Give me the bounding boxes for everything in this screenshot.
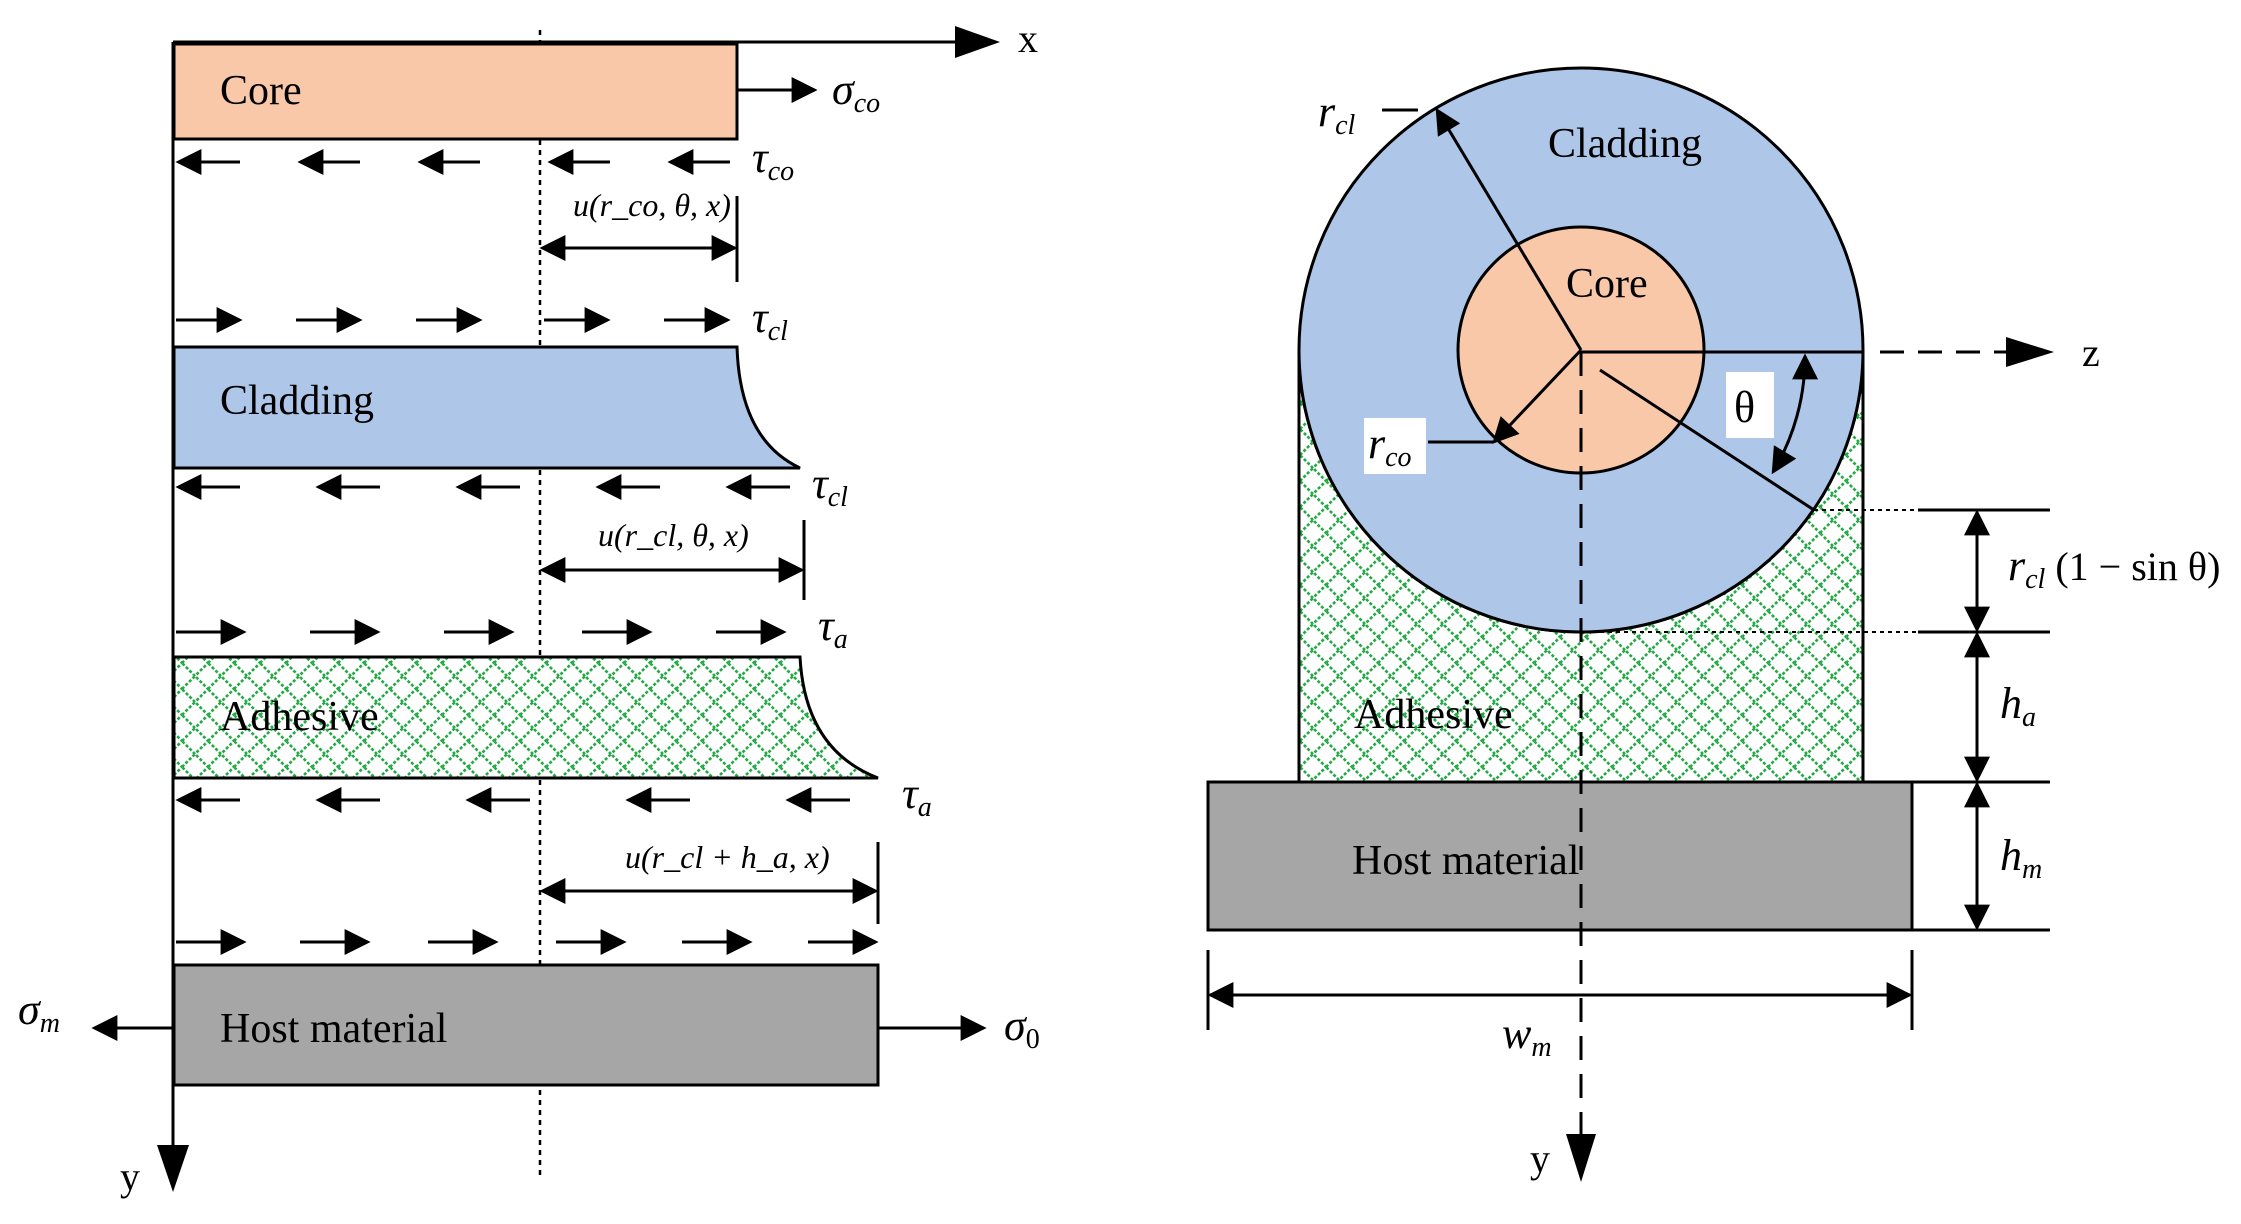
tau-cl-bottom-label: τcl [812, 459, 848, 513]
r-cl-radius [1435, 107, 1583, 351]
h-m-label: hm [2000, 831, 2042, 885]
gap-dimension-label: rcl (1 − sin θ) [2008, 541, 2220, 595]
x-axis-arrowhead [955, 26, 1000, 58]
host-material-label: Host material [220, 1006, 447, 1052]
r-cl-label: rcl [1318, 87, 1356, 141]
x-axis-label: x [1018, 16, 1038, 61]
y-axis-arrowhead [1566, 1134, 1596, 1182]
sigma-co-label: σco [832, 65, 880, 119]
cladding-region-label: Cladding [1548, 121, 1702, 167]
core-layer [172, 42, 739, 141]
host-material-region [1206, 780, 1914, 932]
tau-cl-top-label: τcl [752, 293, 788, 347]
theta-label: θ [1734, 383, 1755, 432]
right-panel: Adhesive Cladding Core Host material z y… [1206, 66, 2220, 1182]
cladding-label: Cladding [220, 378, 374, 424]
y-axis-label: y [120, 1154, 140, 1199]
theta-label-bg [1726, 372, 1774, 438]
adhesive-label: Adhesive [220, 694, 379, 740]
host-material-layer [172, 963, 880, 1087]
z-axis-arrowhead [2006, 337, 2054, 367]
h-a-label: ha [2000, 679, 2036, 733]
u-cladding-label: u(r_cl, θ, x) [598, 517, 749, 553]
adhesive-layer [172, 655, 879, 780]
y-axis-arrowhead [157, 1145, 189, 1192]
r-co-radius [1492, 348, 1583, 444]
r-co-label-bg [1364, 418, 1426, 474]
tau-co-label: τco [752, 133, 794, 187]
tau-a-top-label: τa [818, 601, 848, 655]
w-m-label: wm [1502, 1009, 1552, 1063]
sigma-0-label: σ0 [1004, 1001, 1040, 1055]
u-adhesive-label: u(r_cl + h_a, x) [625, 839, 830, 875]
theta-ray [1599, 368, 1815, 512]
tau-a-bottom-label: τa [902, 769, 932, 823]
core-region-label: Core [1566, 261, 1648, 307]
adhesive-region-label: Adhesive [1354, 692, 1513, 738]
r-co-label: rco [1368, 419, 1412, 473]
z-axis-label: z [2082, 330, 2100, 375]
cladding-layer [172, 345, 801, 470]
core-label: Core [220, 68, 302, 114]
host-material-region-label: Host material [1352, 838, 1579, 884]
u-core-label: u(r_co, θ, x) [573, 187, 731, 223]
sigma-m-label: σm [18, 985, 60, 1039]
y-axis-label: y [1530, 1136, 1550, 1181]
left-panel: x y Core σco τco u(r_co, θ, x) [18, 16, 1040, 1199]
theta-arc [1771, 353, 1819, 475]
